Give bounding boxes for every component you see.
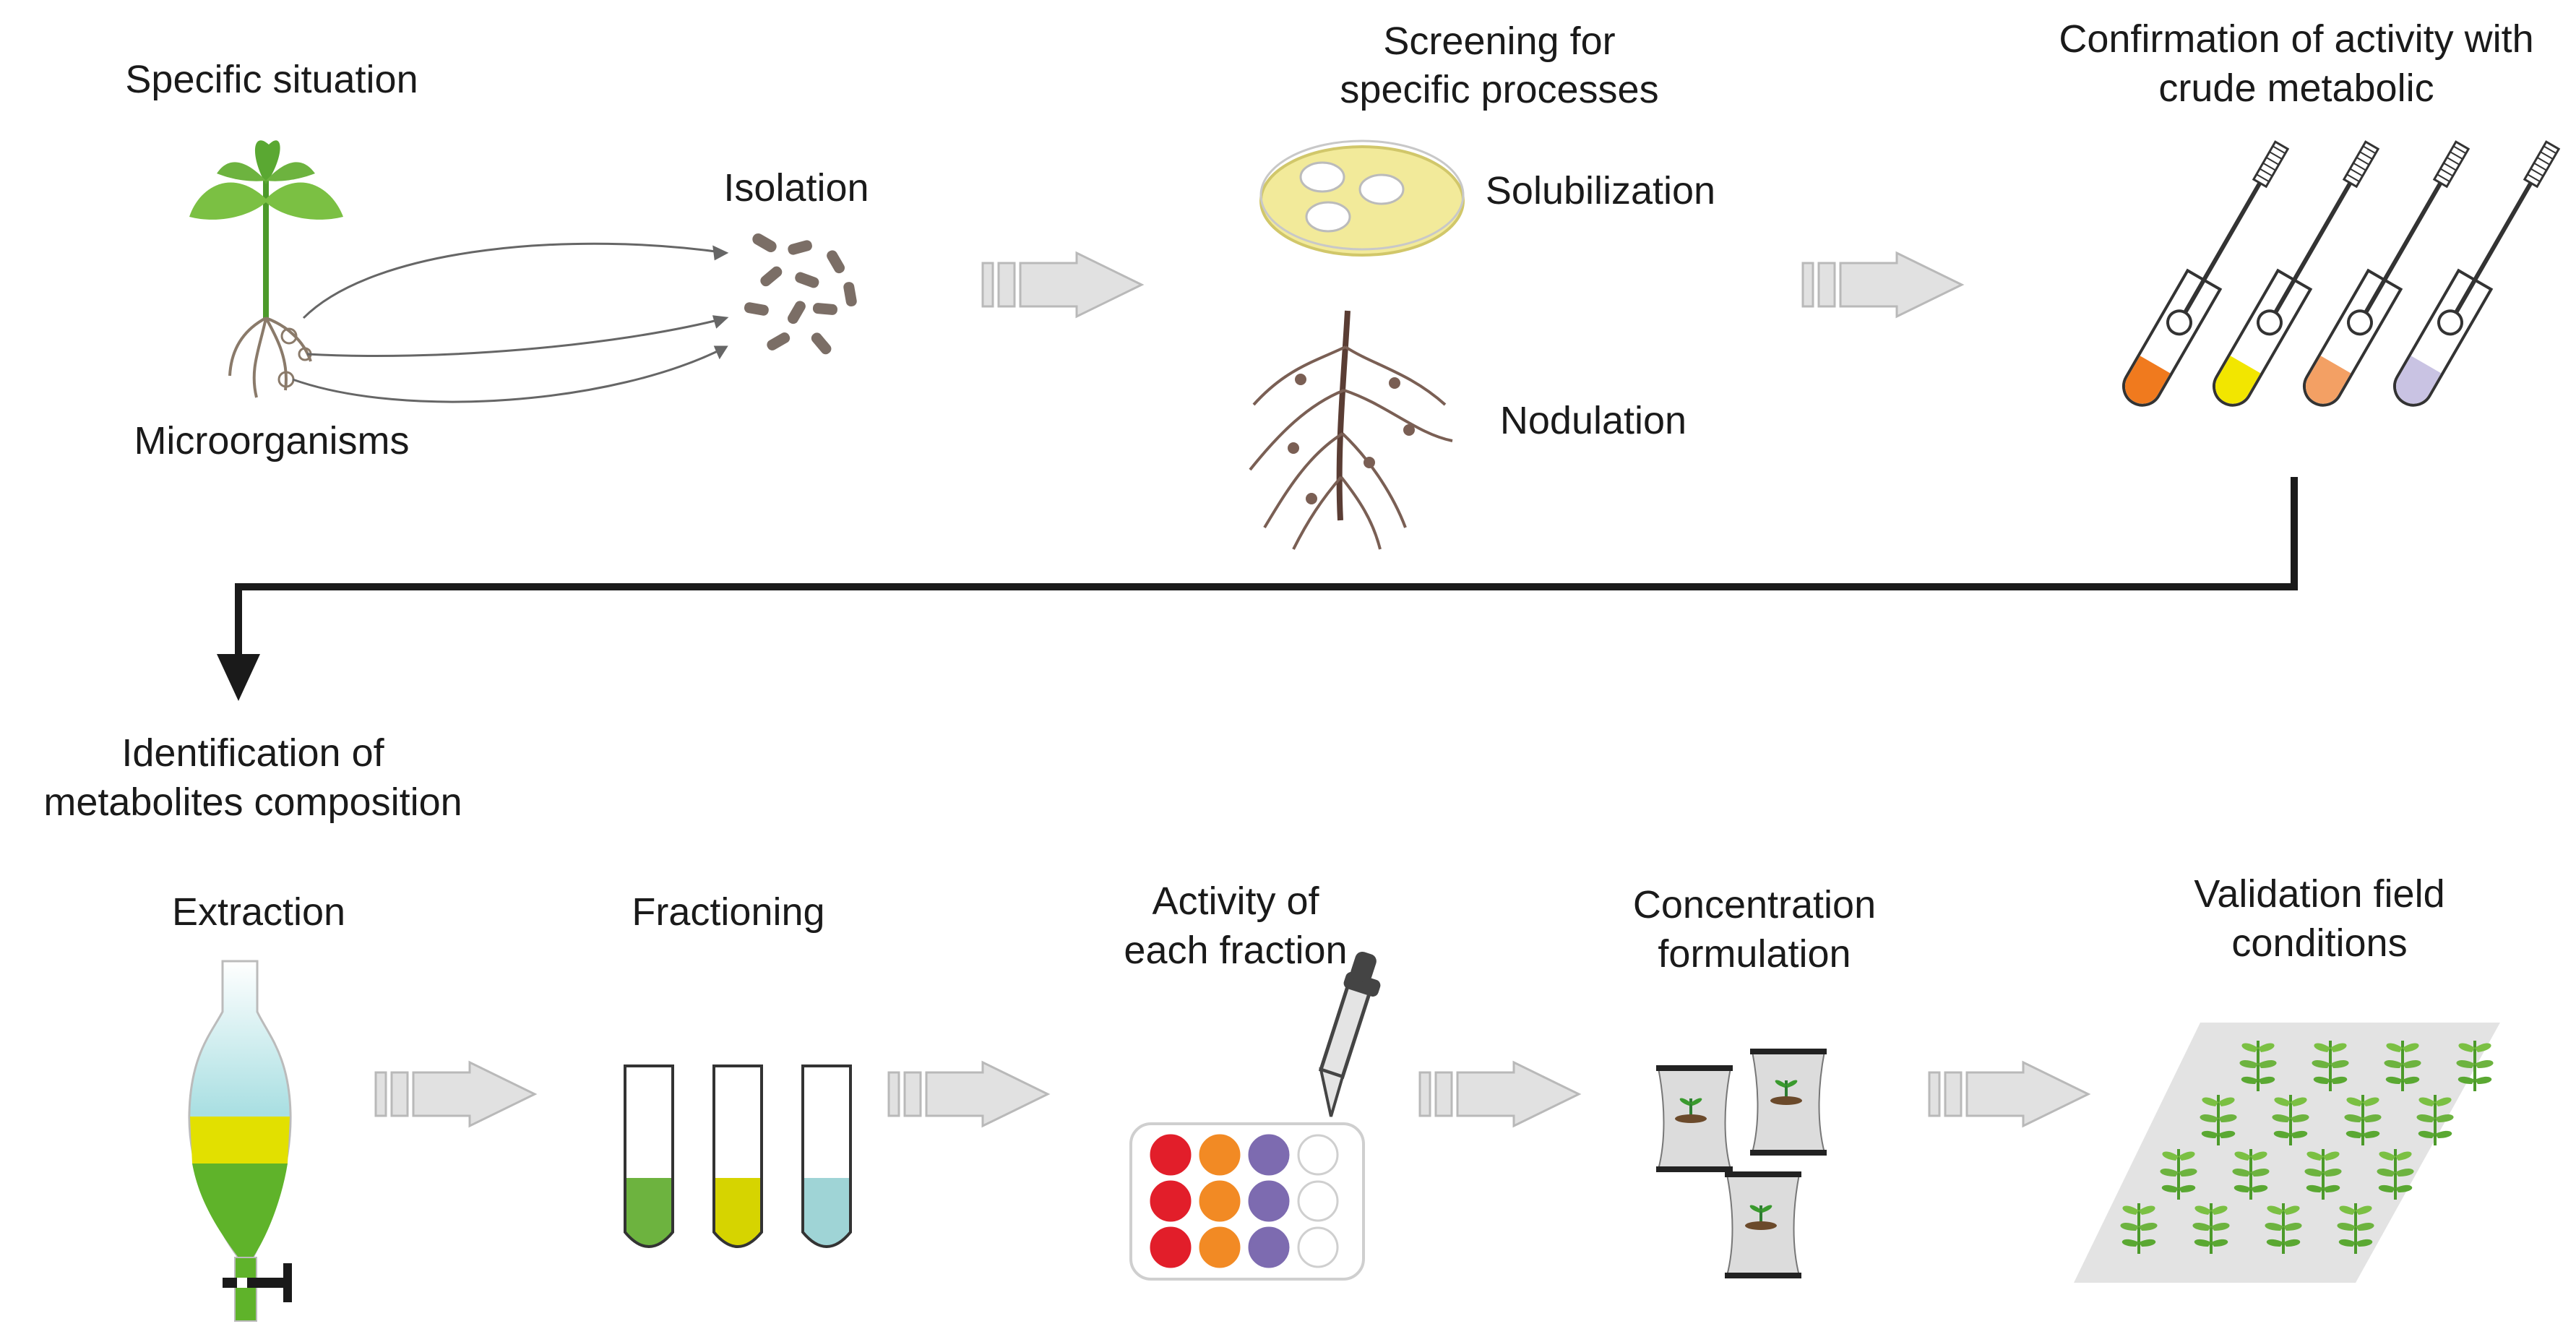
activity-label-line2: each fraction (1124, 929, 1347, 972)
activity-label-line1: Activity of (1152, 879, 1319, 923)
root-nodules-icon (1249, 310, 1453, 550)
plate-well (1248, 1180, 1290, 1222)
confirmation-tube (2303, 140, 2471, 407)
confirmation-tube (2213, 140, 2380, 407)
validation-label-line1: Validation field (2194, 872, 2444, 916)
plate-well (1297, 1226, 1339, 1268)
plate-well (1248, 1134, 1290, 1176)
separatory-funnel-icon (188, 960, 292, 1322)
confirmation-title-line2: crude metabolic (2158, 66, 2434, 110)
screening-title-line2: specific processes (1340, 68, 1658, 111)
fraction-tube (712, 1065, 763, 1248)
flow-arrow-4 (887, 1061, 1049, 1127)
confirmation-tube (2122, 140, 2290, 407)
petri-dish-icon (1259, 139, 1465, 257)
plate-well (1199, 1226, 1241, 1268)
flow-arrow-3 (374, 1061, 536, 1127)
concentration-label-line2: formulation (1658, 932, 1851, 976)
fraction-tubes (624, 1065, 852, 1248)
plate-well (1150, 1134, 1192, 1176)
microorganisms-label: Microorganisms (134, 419, 409, 463)
plate-well (1297, 1134, 1339, 1176)
isolation-arrows (292, 242, 729, 403)
fraction-tube (801, 1065, 852, 1248)
plate-well (1248, 1226, 1290, 1268)
solubilization-label: Solubilization (1486, 169, 1715, 212)
connector-arrow (217, 477, 2298, 701)
identification-title-line2: metabolites composition (43, 780, 462, 824)
field-plot-icon (2074, 1023, 2500, 1283)
confirmation-tube (2393, 140, 2561, 407)
plate-well (1297, 1180, 1339, 1222)
flow-arrow-1 (981, 251, 1143, 318)
plate-well (1199, 1180, 1241, 1222)
fractioning-label: Fractioning (632, 890, 824, 934)
well-plate-icon (1129, 1122, 1365, 1281)
nodulation-label: Nodulation (1500, 399, 1687, 442)
plate-well (1199, 1134, 1241, 1176)
confirmation-tubes (2122, 140, 2561, 407)
identification-title-line1: Identification of (121, 731, 384, 775)
dropper-icon (1318, 951, 1381, 1117)
extraction-label: Extraction (172, 890, 345, 934)
screening-title-line1: Screening for (1383, 20, 1615, 63)
confirmation-title-line1: Confirmation of activity with (2059, 17, 2533, 61)
flow-arrow-5 (1418, 1061, 1580, 1127)
validation-label-line2: conditions (2231, 921, 2407, 965)
flow-arrow-2 (1801, 251, 1963, 318)
formulation-bags-icon (1656, 1049, 1827, 1278)
concentration-label-line1: Concentration (1633, 883, 1876, 926)
bacteria-icon (744, 233, 857, 355)
plate-well (1150, 1226, 1192, 1268)
plant-icon (189, 140, 343, 398)
isolation-label: Isolation (723, 166, 869, 210)
fraction-tube (624, 1065, 674, 1248)
situation-label: Specific situation (125, 58, 418, 101)
flow-arrow-6 (1928, 1061, 2090, 1127)
plate-well (1150, 1180, 1192, 1222)
